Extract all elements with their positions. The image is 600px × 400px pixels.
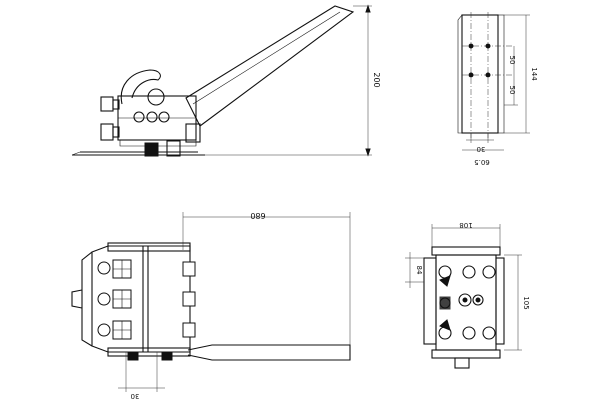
- plan-view: 680 30: [71, 211, 351, 400]
- end-dim-total: 144: [530, 67, 538, 81]
- end-dim-width: 60.5: [474, 158, 490, 166]
- side-view: 200: [71, 4, 381, 157]
- plan-handle: [187, 344, 351, 361]
- end-dim-bottom: 50: [508, 86, 516, 95]
- front-height-dim: 105: [522, 296, 530, 309]
- front-width-dim: 108: [459, 221, 472, 229]
- lever-handle: [185, 5, 355, 127]
- end-dim-hole-offset: 30: [477, 145, 486, 153]
- front-side-dim: 84: [415, 266, 423, 275]
- hook: [120, 69, 161, 105]
- front-view: 108 105 84: [405, 221, 530, 369]
- plan-length-dim: 680: [250, 211, 265, 220]
- side-height-dim: 200: [372, 72, 381, 87]
- plan-bottom-dim: 30: [131, 392, 140, 400]
- end-plate: [461, 14, 499, 134]
- end-view: 50 50 144 30 60.5: [457, 12, 538, 166]
- end-dim-top: 50: [508, 56, 516, 65]
